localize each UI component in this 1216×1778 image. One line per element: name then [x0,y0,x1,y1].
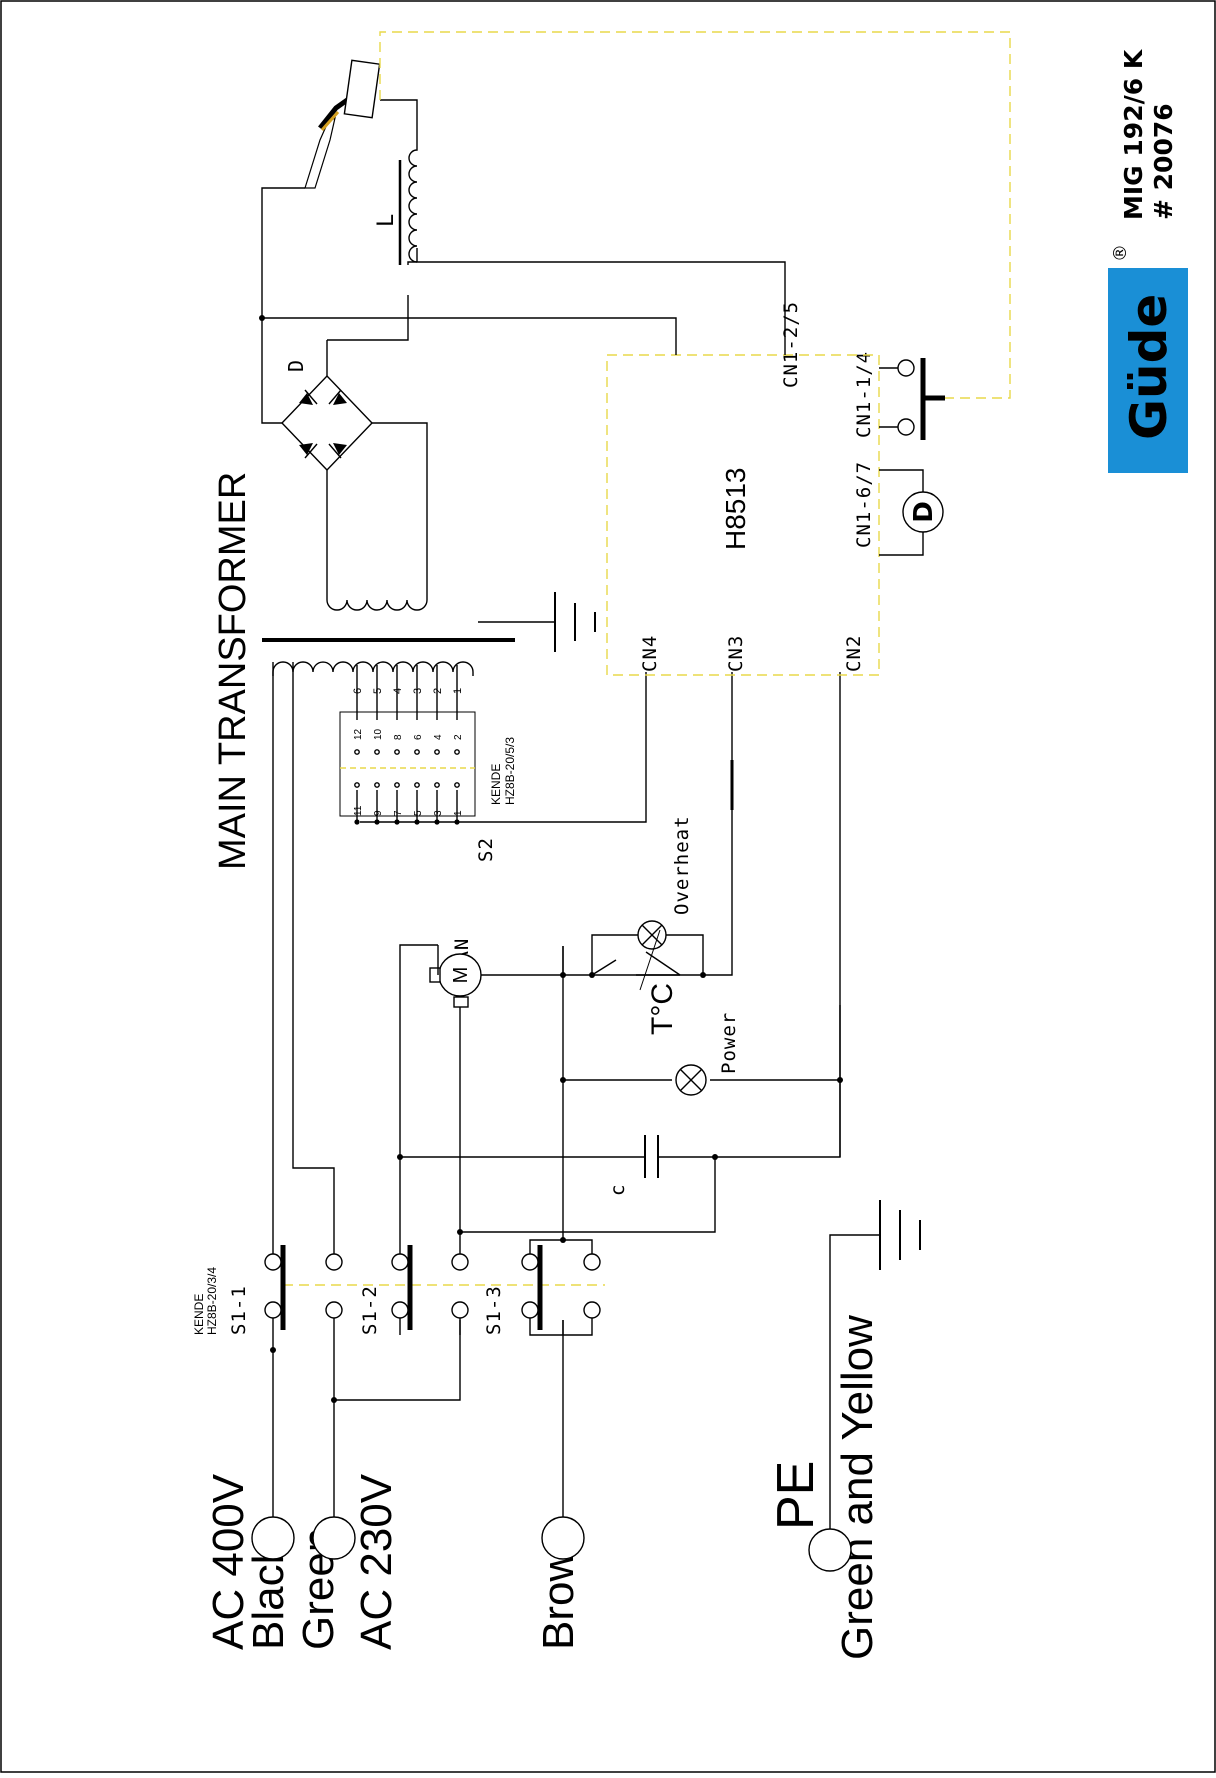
svg-text:2: 2 [432,688,444,694]
cn2-label: CN2 [843,635,865,672]
wire-s1-1b-to-transformer [292,662,335,1254]
fan-motor: M [429,953,482,1008]
svg-text:4: 4 [392,688,404,694]
motor-label: M [450,967,472,984]
svg-text:5: 5 [372,688,384,694]
main-transformer [262,470,596,676]
s2-pin-7: 7 [393,810,404,816]
cn4-label: CN4 [639,635,661,672]
wire-ac230-to-s1-2 [334,1320,461,1401]
switch-s1 [264,1239,605,1336]
main-transformer-title: MAIN TRANSFORMER [212,472,254,870]
feeder-enclosure [379,31,1011,399]
s2-pin-12: 12 [353,728,364,740]
inductor-label: L [374,213,399,227]
wire-capacitor-line [400,1005,841,1158]
svg-text:3: 3 [412,688,424,694]
wire-s1-2-to-fan [399,944,438,1254]
logo-text: Güde [1120,294,1178,440]
s2-pin-6: 6 [413,734,424,740]
cn1-67-label: CN1-6/7 [853,461,875,548]
svg-text:1: 1 [452,688,464,694]
thermostat-overheat [589,920,706,991]
s2-pin-9: 9 [373,810,384,816]
s2-maker: KENDE [489,764,503,805]
welding-torch-icon [304,59,381,189]
svg-text:6: 6 [352,688,364,694]
pcb-name: H8513 [720,467,751,550]
input-terminals [251,1516,852,1572]
s1-1-label: S1-1 [228,1285,250,1335]
display-unit: D [879,469,944,556]
s2-pin-2: 2 [453,734,464,740]
transformer-tap-numbers: 6 5 4 3 2 1 [352,688,464,694]
power-label: Power [718,1012,740,1074]
s2-pin-8: 8 [393,734,404,740]
wire-capacitor-return [460,1157,716,1233]
inductor [380,99,418,265]
ac400-color-label: Black [244,1541,293,1650]
cn1-14-label: CN1-1/4 [853,351,875,438]
s2-type: HZ8B-20/5/3 [503,737,517,805]
cn3-label: CN3 [725,635,747,672]
wire-dc-neg [262,317,677,340]
article-label: # 20076 [1149,103,1178,220]
s1-type: HZ8B-20/3/4 [205,1267,219,1335]
power-lamp [675,1064,707,1096]
terminal-brown [541,1516,585,1560]
bridge-rectifier [261,320,428,472]
s2-pin-11: 11 [353,805,364,816]
wire-dc-pos [327,261,786,341]
registered-mark: ® [1110,244,1131,262]
terminal-ac230 [312,1516,356,1560]
terminal-pe [808,1528,852,1572]
torch-trigger-switch [879,358,945,440]
pcb-h8513 [606,354,880,676]
s1-3-label: S1-3 [483,1285,505,1335]
pe-color-label: Green and Yellow [833,1315,882,1660]
s2-pin-10: 10 [373,728,384,740]
cn1-25-label: CN1-2/5 [780,301,802,388]
logo-box [1108,268,1188,473]
thermostat-label: T°C [646,983,679,1035]
wire-cn3 [703,672,733,976]
s1-maker: KENDE [192,1294,206,1335]
switch-s2: 12 10 8 6 4 2 11 9 7 5 3 1 [339,676,476,825]
ac230-label: AC 230V [352,1473,401,1650]
capacitor-label: c [607,1184,629,1196]
s2-label: S2 [475,837,497,862]
pe-label: PE [767,1461,825,1530]
wire-torch [261,187,305,320]
guede-logo: Güde [1108,268,1188,473]
model-label: MIG 192/6 K [1119,48,1148,220]
terminal-ac400 [251,1516,295,1560]
pe-ground-symbol [879,1200,921,1270]
overheat-label: Overheat [671,815,693,915]
ac400-label: AC 400V [204,1473,253,1650]
rectifier-label: D [284,359,308,372]
s1-2-label: S1-2 [359,1285,381,1335]
s2-pin-1: 1 [453,810,464,816]
s2-pin-3: 3 [433,810,444,816]
capacitor [644,1135,659,1178]
s2-pin-4: 4 [433,734,444,740]
s2-pin-5: 5 [413,810,424,816]
display-label: D [909,501,939,523]
wire-pe [829,1234,880,1529]
